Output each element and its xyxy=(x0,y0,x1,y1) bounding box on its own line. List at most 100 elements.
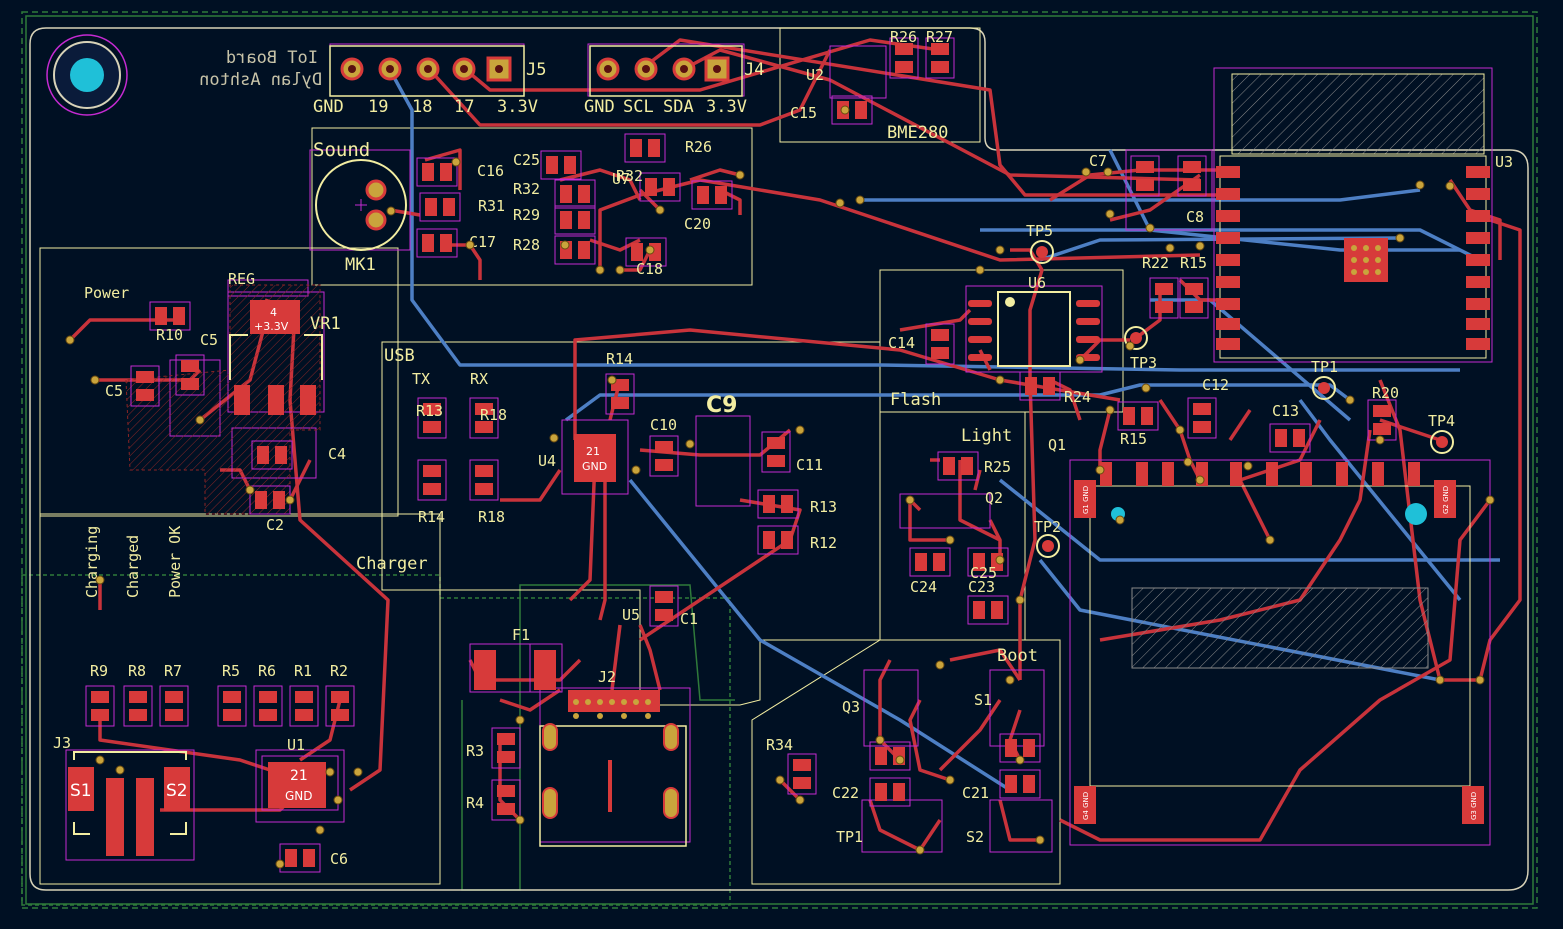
j4-header[interactable]: J4 GND SCL SDA 3.3V xyxy=(584,45,764,117)
smd-part[interactable]: C25 xyxy=(967,564,1009,625)
smd-part[interactable]: C17 xyxy=(416,228,496,258)
smd-part[interactable]: R8 xyxy=(123,662,153,727)
vr1-regulator[interactable]: 4 +3.3V VR1 xyxy=(229,300,341,415)
smd-part[interactable]: R18 xyxy=(469,397,507,439)
j5-pin4-label: 17 xyxy=(454,97,474,117)
j3-oled-display[interactable]: G1 GND G2 GND G3 GND G4 GND Q1 xyxy=(1048,436,1484,824)
ref-label: U5 xyxy=(622,606,640,624)
smd-part[interactable]: R2 xyxy=(325,662,355,727)
test-points[interactable]: TP1 TP2 TP3 TP4 TP5 xyxy=(1026,222,1455,558)
smd-part[interactable]: R32 xyxy=(616,167,681,202)
smd-part[interactable]: R22 xyxy=(1142,254,1179,319)
smd-pad xyxy=(655,609,673,621)
smd-part[interactable]: C6 xyxy=(279,843,348,873)
smd-part[interactable]: C7 xyxy=(1089,152,1160,197)
smd-part[interactable]: R26 xyxy=(889,28,919,79)
smd-part[interactable]: C4 xyxy=(251,440,346,470)
smd-part[interactable]: R13 xyxy=(757,489,837,519)
u6-flash[interactable]: U6 xyxy=(968,274,1100,367)
esp32-antenna-keepout xyxy=(1231,73,1485,155)
u4-ref: U4 xyxy=(538,452,556,470)
smd-pad xyxy=(1193,403,1211,415)
u1-charger-ic[interactable]: 21 GND U1 xyxy=(261,736,339,811)
smd-part[interactable]: R14 xyxy=(417,459,447,526)
smd-part[interactable]: R24 xyxy=(1019,371,1091,406)
smd-pad xyxy=(223,709,241,721)
mk1-microphone[interactable]: MK1 xyxy=(315,159,407,275)
smd-pad xyxy=(631,243,643,261)
j5-header[interactable]: J5 GND 19 18 17 3.3V xyxy=(313,45,546,117)
smd-part[interactable]: R10 xyxy=(149,301,191,344)
smd-part[interactable]: R15 xyxy=(1117,401,1159,448)
smd-part[interactable]: R6 xyxy=(253,662,283,727)
j1-usb-connector[interactable]: J2 xyxy=(539,668,687,847)
smd-pad xyxy=(855,101,867,119)
smd-part[interactable]: R32 xyxy=(513,179,596,209)
smd-part[interactable]: R3 xyxy=(466,727,521,769)
tp3[interactable]: TP3 xyxy=(1124,326,1157,372)
j1-ref: J2 xyxy=(598,668,616,686)
smd-ref-label: R32 xyxy=(616,167,643,185)
smd-part[interactable]: C10 xyxy=(649,416,679,477)
smd-pad xyxy=(423,483,441,495)
smd-part[interactable]: R4 xyxy=(466,779,521,821)
smd-part[interactable]: C5 xyxy=(105,365,160,407)
j4-ref: J4 xyxy=(744,60,764,80)
u4-usb-uart[interactable]: 21 GND U4 xyxy=(538,434,616,482)
tp1[interactable]: TP1 xyxy=(1311,358,1338,400)
smd-part[interactable]: C8 xyxy=(1177,155,1207,226)
smd-part[interactable]: R5 xyxy=(217,662,247,727)
smd-part[interactable]: R1 xyxy=(289,662,319,727)
smd-part[interactable]: R15 xyxy=(1179,254,1209,319)
smd-part[interactable]: C15 xyxy=(790,95,873,125)
smd-part[interactable]: C1 xyxy=(649,585,698,628)
smd-part[interactable]: C14 xyxy=(888,323,955,365)
f1-fuse[interactable]: F1 xyxy=(474,626,556,690)
smd-part[interactable]: R13 xyxy=(416,397,447,439)
smd-pad xyxy=(475,465,493,477)
smd-ref-label: R34 xyxy=(766,736,793,754)
smd-part[interactable]: R34 xyxy=(766,736,817,795)
smd-part[interactable]: R12 xyxy=(757,525,837,555)
smd-part[interactable]: R31 xyxy=(419,192,505,222)
tp2[interactable]: TP2 xyxy=(1034,518,1061,558)
smd-part[interactable]: C25 xyxy=(513,150,582,180)
board-title: IoT Board Dylan Ashton xyxy=(199,48,322,90)
smd-pad xyxy=(1005,739,1017,757)
smd-part[interactable]: C21 xyxy=(962,769,1041,802)
smd-ref-label: C4 xyxy=(328,445,346,463)
smd-part[interactable]: C5 xyxy=(175,331,218,396)
smd-part[interactable]: R7 xyxy=(159,662,189,727)
u3-ref: U3 xyxy=(1495,153,1513,171)
smd-part[interactable]: C13 xyxy=(1269,402,1311,453)
smd-part[interactable]: R25 xyxy=(937,451,1011,481)
smd-part[interactable]: C20 xyxy=(684,180,733,233)
smd-part[interactable]: C24 xyxy=(909,547,951,596)
oled-keepout xyxy=(1131,587,1429,669)
smd-part[interactable]: R29 xyxy=(513,205,596,235)
ref-label: U7 xyxy=(612,170,630,188)
smd-part[interactable]: R18 xyxy=(469,459,505,526)
smd-part[interactable]: C12 xyxy=(1187,376,1229,439)
smd-pad xyxy=(331,691,349,703)
tp5[interactable]: TP5 xyxy=(1026,222,1054,264)
vias xyxy=(65,105,1495,869)
j2-battery-connector[interactable]: S1 S2 J3 xyxy=(53,734,190,856)
smd-ref-label: R1 xyxy=(294,662,312,680)
j3-g1: G1 GND xyxy=(1082,486,1090,514)
smd-part[interactable]: R28 xyxy=(513,235,596,265)
smd-part[interactable]: C16 xyxy=(416,157,504,187)
smd-part[interactable]: C11 xyxy=(761,431,823,474)
j3-g4: G4 GND xyxy=(1082,792,1090,820)
smd-part[interactable]: R20 xyxy=(1367,384,1399,441)
smd-part[interactable]: C2 xyxy=(249,485,291,534)
smd-part[interactable]: R9 xyxy=(85,662,115,727)
smd-part[interactable]: R27 xyxy=(925,28,955,79)
smd-pad xyxy=(1136,161,1154,173)
u3-esp32-module[interactable]: U3 xyxy=(1216,153,1513,359)
smd-part[interactable]: R26 xyxy=(624,133,712,163)
smd-part[interactable]: C22 xyxy=(832,777,911,807)
smd-pad xyxy=(793,777,811,789)
tp4[interactable]: TP4 xyxy=(1428,412,1455,454)
